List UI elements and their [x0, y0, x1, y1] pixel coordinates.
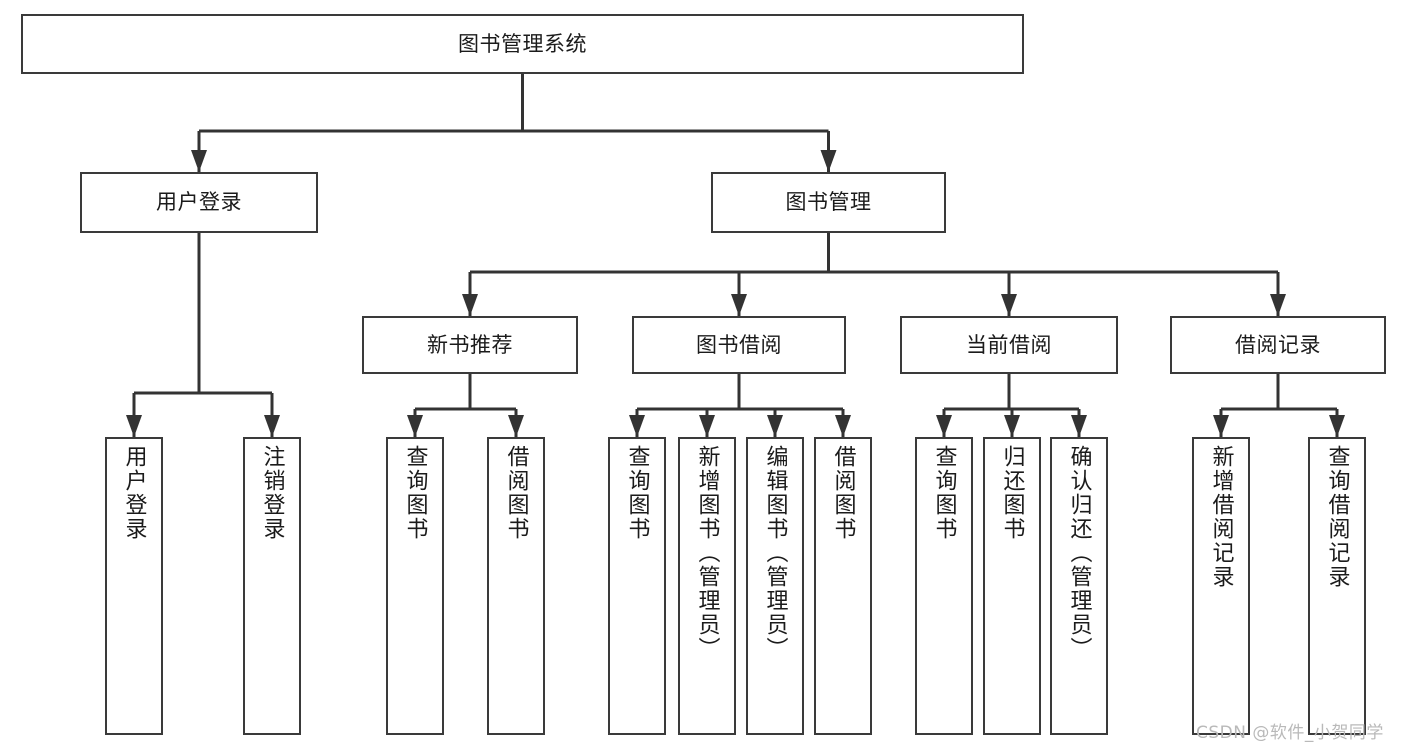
node-leaf-add-record[interactable]: 新增借阅记录 [1192, 437, 1250, 735]
edge-arrowhead [1071, 415, 1087, 437]
node-borrow[interactable]: 图书借阅 [632, 316, 846, 374]
edge-arrowhead [629, 415, 645, 437]
edge-arrowhead [191, 150, 207, 172]
node-label: 归还图书 [999, 445, 1025, 541]
edge-arrowhead [820, 150, 837, 172]
node-leaf-add-book[interactable]: 新增图书（管理员） [678, 437, 736, 735]
edge-arrowhead [1213, 415, 1229, 437]
node-label: 查询图书 [402, 445, 428, 541]
node-label: 查询图书 [931, 445, 957, 541]
edge-arrowhead [264, 415, 280, 437]
node-leaf-query-book-1[interactable]: 查询图书 [386, 437, 444, 735]
node-login[interactable]: 用户登录 [80, 172, 318, 233]
node-label: 用户登录 [156, 190, 242, 215]
edge-arrowhead [508, 415, 524, 437]
node-newbook[interactable]: 新书推荐 [362, 316, 578, 374]
node-label: 借阅图书 [830, 445, 856, 541]
edge-arrowhead [1004, 415, 1020, 437]
node-leaf-user-logout[interactable]: 注销登录 [243, 437, 301, 735]
node-label: 编辑图书（管理员） [762, 445, 788, 661]
edge-arrowhead [936, 415, 952, 437]
edge-arrowhead [1001, 294, 1017, 316]
node-current[interactable]: 当前借阅 [900, 316, 1118, 374]
edge-arrowhead [731, 294, 747, 316]
node-label: 图书借阅 [696, 332, 782, 357]
node-label: 新增图书（管理员） [694, 445, 720, 661]
node-label: 新书推荐 [427, 332, 513, 357]
node-leaf-return-book[interactable]: 归还图书 [983, 437, 1041, 735]
node-label: 图书管理 [785, 190, 872, 215]
node-leaf-edit-book[interactable]: 编辑图书（管理员） [746, 437, 804, 735]
node-leaf-query-book-2[interactable]: 查询图书 [608, 437, 666, 735]
node-bookmgmt[interactable]: 图书管理 [711, 172, 946, 233]
node-label: 图书管理系统 [458, 31, 587, 56]
edge-arrowhead [407, 415, 423, 437]
edge-arrowhead [699, 415, 715, 437]
node-label: 当前借阅 [966, 332, 1052, 357]
node-label: 借阅记录 [1235, 332, 1321, 357]
node-label: 借阅图书 [503, 445, 529, 541]
node-label: 查询图书 [624, 445, 650, 541]
edge-arrowhead [126, 415, 142, 437]
node-records[interactable]: 借阅记录 [1170, 316, 1386, 374]
node-label: 确认归还（管理员） [1066, 445, 1092, 661]
node-leaf-query-book-3[interactable]: 查询图书 [915, 437, 973, 735]
edge-arrowhead [1270, 294, 1286, 316]
watermark: CSDN @软件_小贺同学 [1196, 723, 1384, 743]
edge-arrowhead [767, 415, 783, 437]
edge-arrowhead [835, 415, 851, 437]
node-leaf-borrow-book-1[interactable]: 借阅图书 [487, 437, 545, 735]
node-leaf-query-record[interactable]: 查询借阅记录 [1308, 437, 1366, 735]
node-leaf-borrow-book-2[interactable]: 借阅图书 [814, 437, 872, 735]
node-label: 新增借阅记录 [1208, 445, 1234, 589]
edge-arrowhead [462, 294, 478, 316]
node-label: 注销登录 [259, 445, 285, 541]
node-root[interactable]: 图书管理系统 [21, 14, 1024, 74]
node-leaf-user-login[interactable]: 用户登录 [105, 437, 163, 735]
node-label: 查询借阅记录 [1324, 445, 1350, 589]
node-label: 用户登录 [121, 445, 147, 541]
node-leaf-confirm-return[interactable]: 确认归还（管理员） [1050, 437, 1108, 735]
edge-arrowhead [1329, 415, 1345, 437]
